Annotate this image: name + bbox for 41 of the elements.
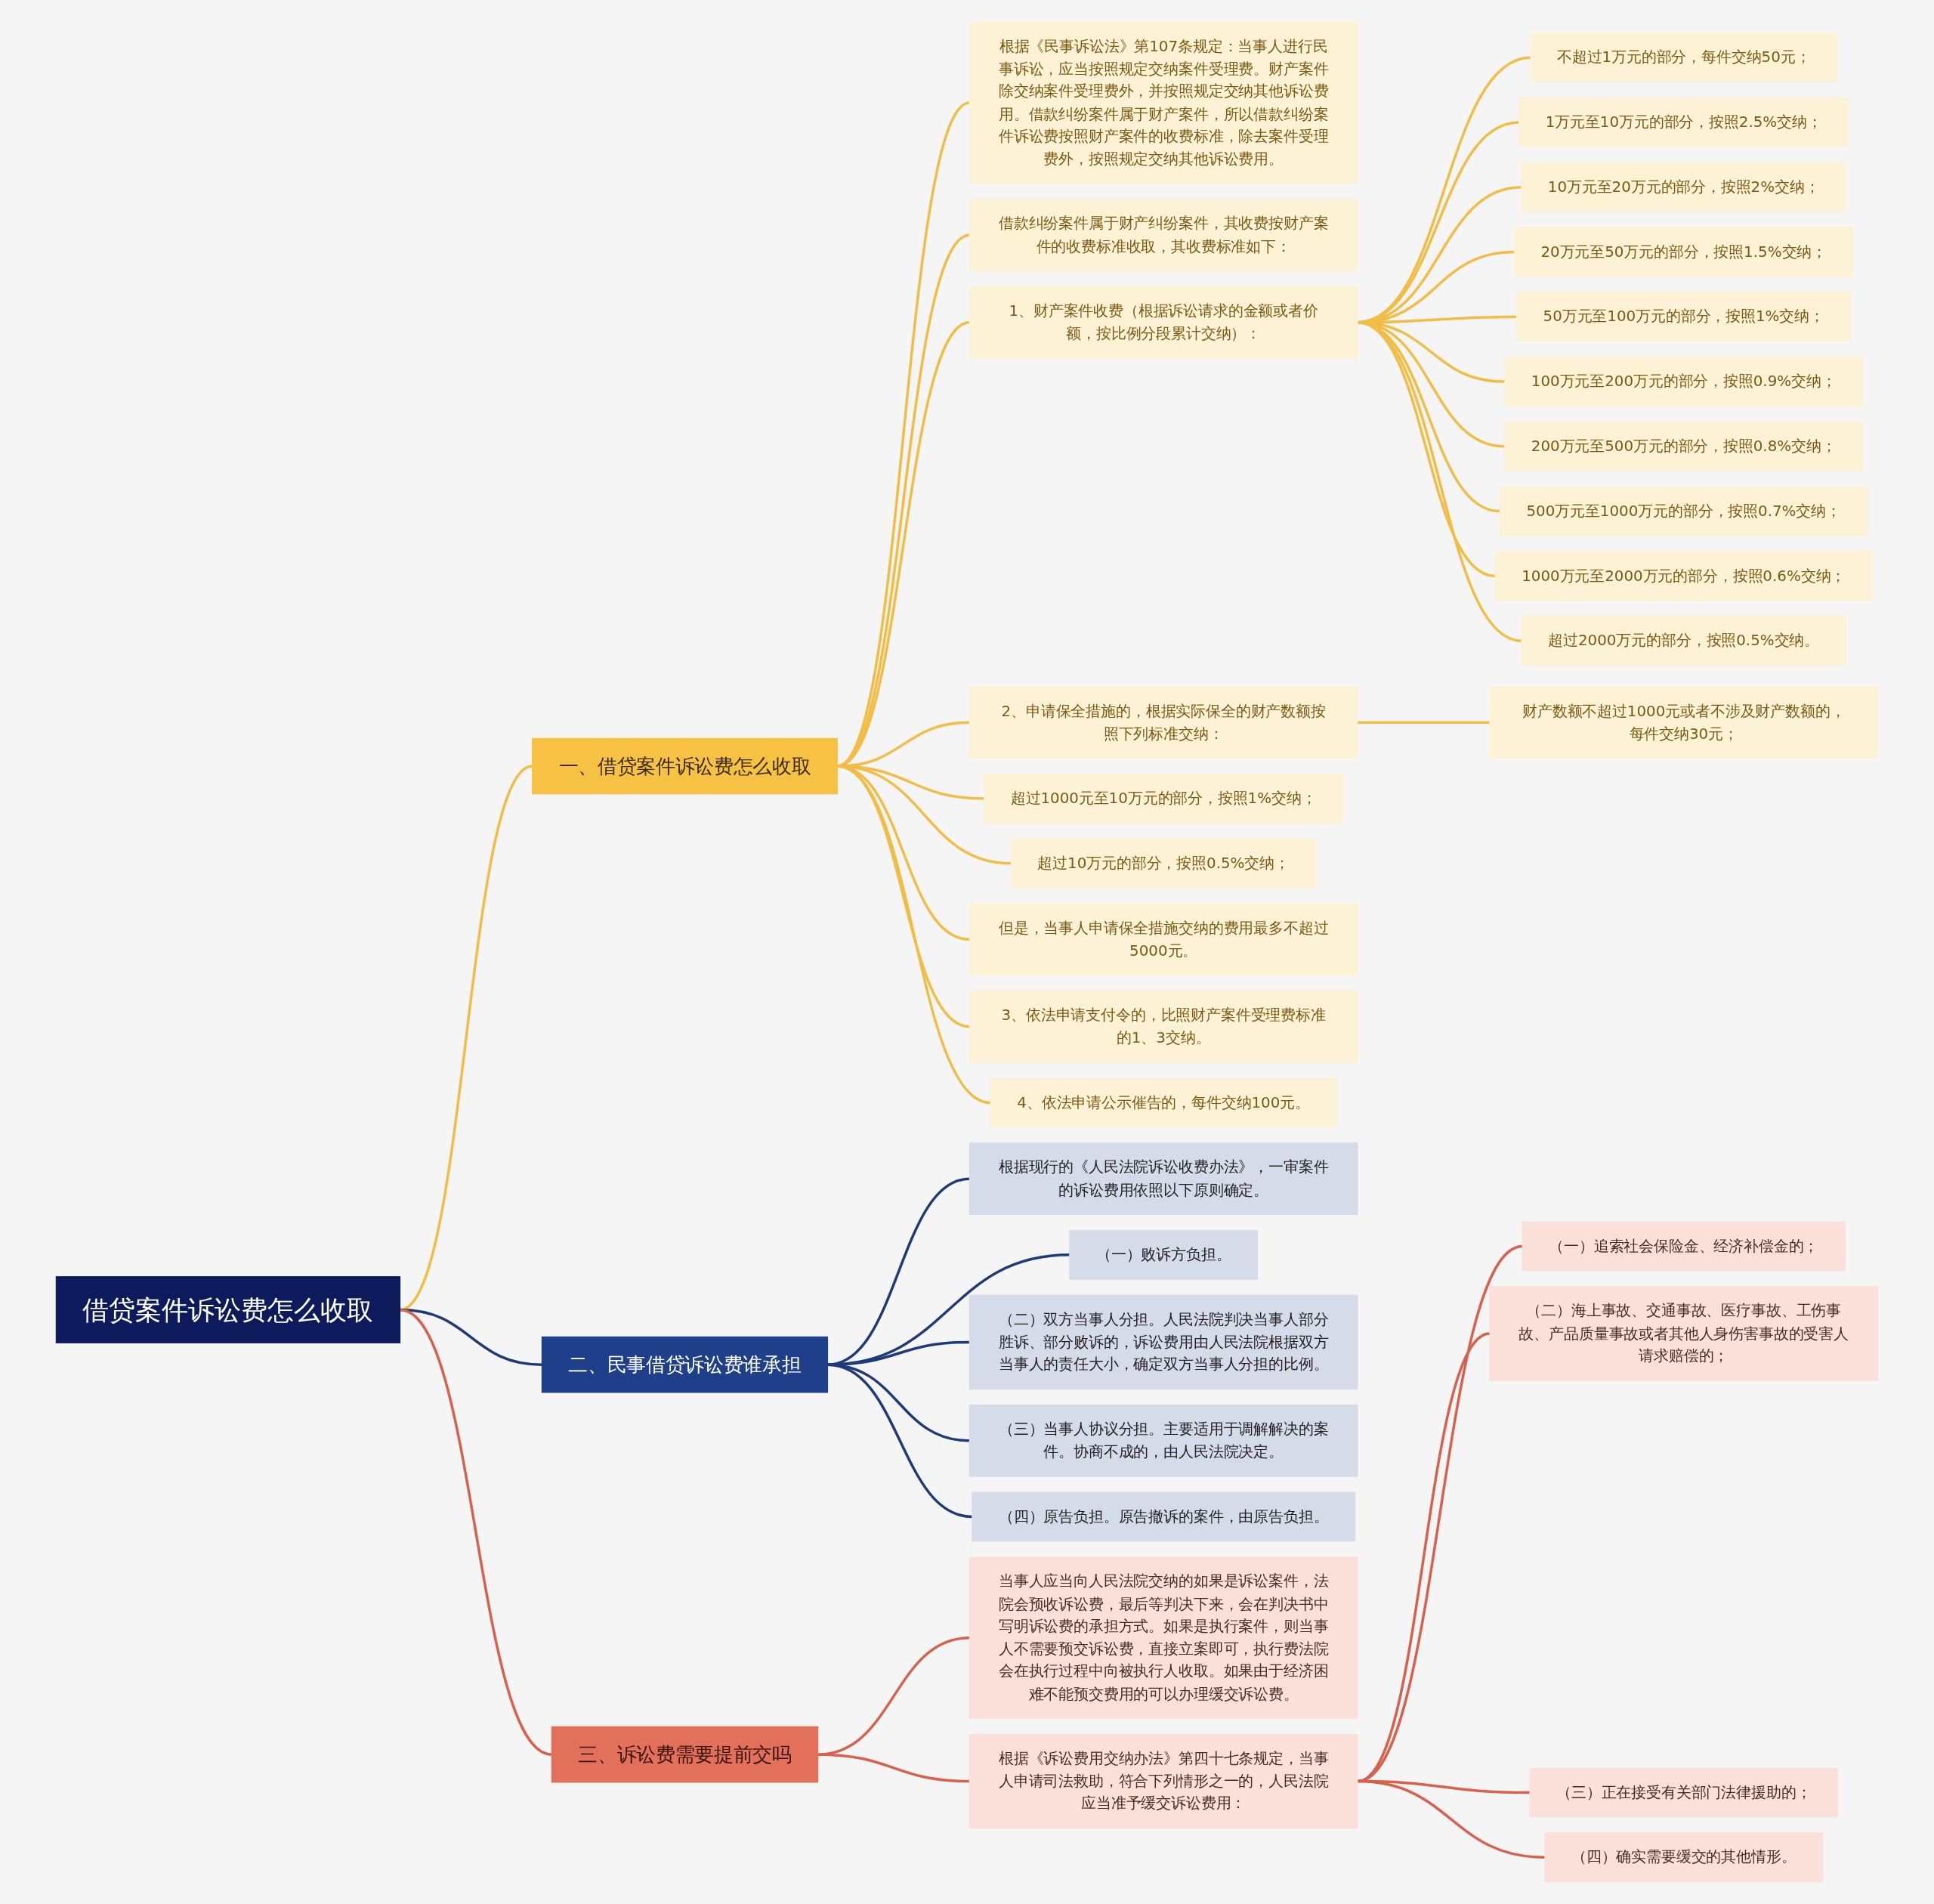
node-box: 根据《民事诉讼法》第107条规定：当事人进行民事诉讼，应当按照规定交纳案件受理费。财产案件除交纳案件受理费外，并按照规定交纳其他诉讼费用。借款纠纷案件属于财产案件，所以借款纠纷案件诉讼费按照财产案件的收费标准，除去案件受理费外，按照规定交纳其他诉讼费用。 (969, 21, 1358, 184)
node-box: 超过1000元至10万元的部分，按照1%交纳； (984, 773, 1344, 824)
node-box: 200万元至500万元的部分，按照0.8%交纳； (1504, 421, 1864, 471)
node-box: （四）确实需要缓交的其他情形。 (1544, 1832, 1824, 1883)
node-box: 当事人应当向人民法院交纳的如果是诉讼案件，法院会预收诉讼费，最后等判决下来，会在判决书中写明诉讼费的承担方式。如果是执行案件，则当事人不需要预交诉讼费，直接立案即可，执行费法院会在执行过程中向被执行人收取。如果由于经济困难不能预交费用的可以办理缓交诉讼费。 (969, 1556, 1358, 1720)
connector (817, 1753, 970, 1783)
connector (1358, 721, 1491, 724)
node-box: 一、借贷案件诉讼费怎么收取 (532, 737, 839, 795)
node-box: 二、民事借贷诉讼费谁承担 (541, 1336, 829, 1393)
node-box: 100万元至200万元的部分，按照0.9%交纳； (1504, 357, 1864, 407)
node-box: 超过10万元的部分，按照0.5%交纳； (1010, 838, 1317, 889)
connector (827, 1363, 973, 1519)
node-box: 2、申请保全措施的，根据实际保全的财产数额按照下列标准交纳： (969, 686, 1358, 759)
node-box: 财产数额不超过1000元或者不涉及财产数额的，每件交纳30元； (1489, 686, 1879, 759)
node-box: 但是，当事人申请保全措施交纳的费用最多不超过5000元。 (969, 903, 1358, 976)
node-box: 500万元至1000万元的部分，按照0.7%交纳； (1499, 486, 1868, 536)
node-box: 根据《诉讼费用交纳办法》第四十七条规定，当事人申请司法救助，符合下列情形之一的，人民法院应当准予缓交诉讼费用： (969, 1733, 1358, 1829)
node-box: （四）原告负担。原告撤诉的案件，由原告负担。 (972, 1491, 1356, 1542)
node-box: 不超过1万元的部分，每件交纳50元； (1530, 32, 1838, 83)
node-box: 1000万元至2000万元的部分，按照0.6%交纳； (1494, 551, 1873, 601)
node-box: 借款纠纷案件属于财产纠纷案件，其收费按财产案件的收费标准收取，其收费标准如下： (969, 199, 1358, 272)
node-box: （二）双方当事人分担。人民法院判决当事人部分胜诉、部分败诉的，诉讼费用由人民法院根据双方当事人的责任大小，确定双方当事人分担的比例。 (969, 1294, 1358, 1390)
connector (827, 1340, 970, 1366)
node-box: （三）当事人协议分担。主要适用于调解解决的案件。协商不成的，由人民法院决定。 (969, 1404, 1358, 1477)
node-box: 1万元至10万元的部分，按照2.5%交纳； (1518, 97, 1849, 147)
node-box: （一）败诉方负担。 (1069, 1229, 1259, 1280)
node-box: 10万元至20万元的部分，按照2%交纳； (1521, 162, 1847, 212)
node-box: 50万元至100万元的部分，按照1%交纳； (1516, 292, 1852, 342)
node-box: 1、财产案件收费（根据诉讼请求的金额或者价额，按比例分段累计交纳）： (969, 286, 1358, 359)
node-box: 3、依法申请支付令的，比照财产案件受理费标准的1、3交纳。 (969, 991, 1358, 1063)
node-box: （一）追索社会保险金、经济补偿金的； (1522, 1221, 1846, 1272)
connector (827, 1363, 970, 1442)
connector (827, 1177, 970, 1366)
node-box: 20万元至50万元的部分，按照1.5%交纳； (1513, 227, 1854, 277)
node-box: 超过2000万元的部分，按照0.5%交纳。 (1521, 616, 1846, 666)
node-box: （二）海上事故、交通事故、医疗事故、工伤事故、产品质量事故或者其他人身伤害事故的受害人请求赔偿的； (1489, 1286, 1879, 1381)
node-box: 4、依法申请公示催告的，每件交纳100元。 (990, 1077, 1337, 1128)
node-box: 三、诉讼费需要提前交吗 (551, 1726, 819, 1783)
node-box: 借贷案件诉讼费怎么收取 (55, 1276, 401, 1343)
node-box: 根据现行的《人民法院诉讼收费办法》，一审案件的诉讼费用依照以下原则确定。 (969, 1142, 1358, 1216)
node-box: （三）正在接受有关部门法律援助的； (1529, 1767, 1839, 1818)
